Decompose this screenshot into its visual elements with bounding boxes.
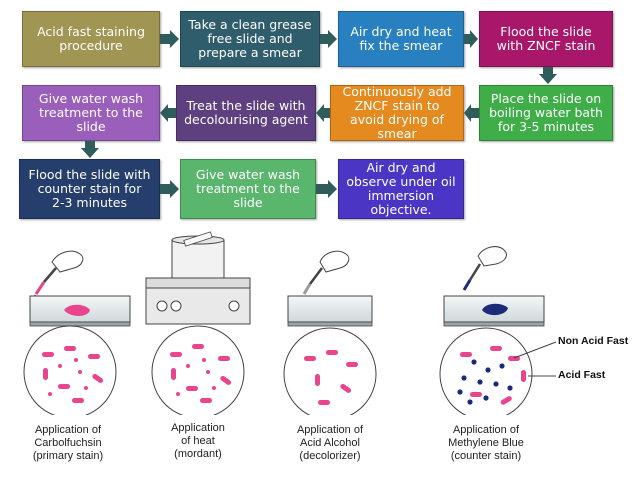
carbolfuchsin-dropper-icon bbox=[33, 250, 84, 299]
step-add-znc: Continuously add ZNCF stain to avoid dry… bbox=[330, 85, 464, 141]
step-label: Acid fast staining procedure bbox=[37, 24, 145, 53]
step-label: Air dry and heat fix the smear bbox=[350, 24, 452, 53]
slide-3 bbox=[287, 295, 373, 327]
step-water-wash-1: Give water wash treatment to the slide bbox=[22, 85, 160, 141]
step-label: Take a clean grease free slide and prepa… bbox=[188, 17, 312, 60]
caption-methylene-blue: Application of Methylene Blue (counter s… bbox=[448, 424, 524, 462]
step-label: Flood the slide with ZNCF stain bbox=[496, 24, 596, 53]
arrow-right-icon bbox=[160, 30, 179, 48]
arrow-right-icon bbox=[320, 30, 337, 48]
step-prepare-smear: Take a clean grease free slide and prepa… bbox=[180, 11, 320, 67]
flow-arrows bbox=[81, 30, 557, 198]
field-heat bbox=[151, 325, 245, 415]
slide-4 bbox=[443, 295, 545, 327]
field-methylene-blue bbox=[439, 327, 533, 415]
field-carbolfuchsin bbox=[23, 325, 117, 415]
methylene-blue-dropper-icon bbox=[462, 246, 507, 291]
caption-carbolfuchsin: Application of Carbolfuchsin (primary st… bbox=[32, 424, 104, 462]
step-label: Flood the slide with counter stain for 2… bbox=[28, 167, 151, 210]
step-decolourise: Treat the slide with decolourising agent bbox=[176, 85, 316, 141]
arrow-left-icon bbox=[316, 104, 330, 122]
arrow-right-icon bbox=[316, 180, 337, 198]
label-acid-fast: Acid Fast bbox=[558, 369, 606, 381]
step-observe: Air dry and observe under oil immersion … bbox=[338, 159, 464, 219]
slide-1 bbox=[29, 295, 131, 327]
acid-alcohol-dropper-icon bbox=[302, 250, 350, 295]
arrow-left-icon bbox=[160, 104, 176, 122]
step-acid-fast-staining-procedure: Acid fast staining procedure bbox=[22, 11, 160, 67]
leader-non-acid-fast bbox=[513, 341, 557, 359]
hot-plate-icon bbox=[145, 231, 251, 325]
step-label: Give water wash treatment to the slide bbox=[38, 91, 144, 134]
step-label: Air dry and observe under oil immersion … bbox=[346, 160, 456, 217]
label-non-acid-fast: Non Acid Fast bbox=[558, 335, 629, 347]
step-label: Place the slide on boiling water bath fo… bbox=[489, 91, 603, 134]
step-water-wash-2: Give water wash treatment to the slide bbox=[180, 159, 316, 219]
arrow-right-icon bbox=[160, 180, 179, 198]
arrow-left-icon bbox=[464, 104, 479, 122]
step-heat-fix: Air dry and heat fix the smear bbox=[338, 11, 464, 67]
arrow-down-icon bbox=[539, 67, 557, 84]
step-boiling-bath: Place the slide on boiling water bath fo… bbox=[479, 85, 613, 141]
step-label: Continuously add ZNCF stain to avoid dry… bbox=[342, 84, 452, 141]
caption-acid-alcohol: Application of Acid Alcohol (decolorizer… bbox=[296, 424, 364, 462]
staining-illustration bbox=[23, 231, 557, 415]
field-acid-alcohol bbox=[283, 327, 377, 415]
arrow-down-icon bbox=[81, 141, 99, 158]
step-counter-stain: Flood the slide with counter stain for 2… bbox=[19, 159, 160, 219]
step-label: Give water wash treatment to the slide bbox=[195, 167, 301, 210]
caption-heat: Application of heat (mordant) bbox=[171, 422, 225, 460]
step-label: Treat the slide with decolourising agent bbox=[184, 98, 308, 127]
arrow-right-icon bbox=[464, 30, 478, 48]
step-flood-znc: Flood the slide with ZNCF stain bbox=[479, 11, 613, 67]
